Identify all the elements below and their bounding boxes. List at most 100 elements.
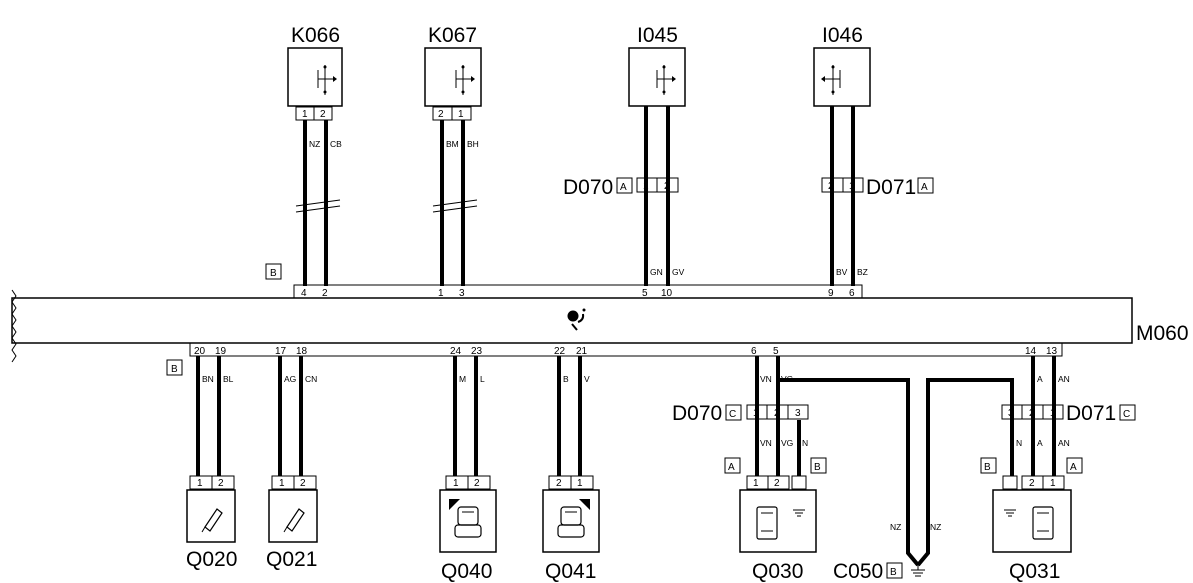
pin: 1 [197,478,203,489]
wire-code: CB [330,139,342,149]
component-q021[interactable]: 1 2 Q021 [266,475,318,571]
wire-code: A [1037,374,1043,384]
pin: 1 [577,478,583,489]
wire-code: VG [781,374,793,384]
label-d070: D070 [563,176,613,199]
tag-a: A [1070,462,1077,473]
wires-bottom [196,356,1056,567]
tag-c: C [1123,409,1130,420]
wire-code: AN [1058,374,1070,384]
wire-code: A [1037,438,1043,448]
pin: 1 [1050,408,1056,419]
label-q041: Q041 [545,560,596,583]
switch-i046[interactable]: I046 [813,24,871,107]
component-q030[interactable]: A B 1 2 Q030 [724,457,827,583]
seat-airbag-icon [449,499,482,538]
connector-d071-top[interactable]: 2 1 D071 A [821,176,934,199]
seat-sensor-icon [756,506,778,540]
connector-d070-top[interactable]: D070 A 1 2 [563,176,679,199]
label-c050: C050 [833,560,883,583]
wire-code: N [802,438,808,448]
switch-symbol-icon [656,65,676,95]
tag-b: B [984,462,991,473]
pin: 18 [296,346,308,357]
tag-a: A [620,182,627,193]
seat-airbag-icon [557,499,590,538]
component-q031[interactable]: B A 2 1 Q031 [980,457,1083,583]
pin: 1 [849,181,855,192]
label-d071: D071 [866,176,916,199]
switch-symbol-icon [317,65,337,95]
pin: 24 [450,346,462,357]
pin: 5 [642,288,648,299]
pin: 1 [753,478,759,489]
pin: 23 [471,346,483,357]
module-m060[interactable]: M060 B 4 2 1 3 5 10 9 6 B 20 19 17 18 24… [11,263,1189,376]
pin: 2 [774,478,780,489]
switch-k067[interactable]: K067 2 1 [424,24,482,121]
wire-code: VN [760,374,772,384]
label-i045: I045 [637,24,678,47]
pin: 2 [322,288,328,299]
pin: 1 [438,288,444,299]
wire-code: VG [781,438,793,448]
pin: 1 [302,109,308,120]
wire-code: NZ [309,139,320,149]
label-q040: Q040 [441,560,492,583]
tag-c: C [729,409,736,420]
wire-code: BM [446,139,459,149]
pin: 2 [1029,408,1035,419]
connector-d071-bottom[interactable]: 3 2 1 D071 C [1001,402,1136,425]
label-k066: K066 [291,24,340,47]
wire-code: BN [202,374,214,384]
pin: 2 [438,109,444,120]
switch-symbol-icon [455,65,475,95]
pin: 1 [453,478,459,489]
ground-c050[interactable]: C050 B [833,560,925,583]
connector-d070-bottom[interactable]: D070 C 1 2 3 [672,402,809,425]
label-d070: D070 [672,402,722,425]
pin: 10 [661,288,673,299]
pin: 2 [774,408,780,419]
airbag-icon [567,308,586,331]
tag-b: B [270,268,277,279]
label-q021: Q021 [266,548,317,571]
pin: 3 [459,288,465,299]
pin: 20 [194,346,206,357]
label-k067: K067 [428,24,477,47]
tag-b: B [171,364,178,375]
pin: 2 [828,181,834,192]
label-i046: I046 [822,24,863,47]
pin: 2 [474,478,480,489]
ground-icon [911,565,925,577]
seat-sensor-icon [1032,506,1054,540]
switch-k066[interactable]: K066 1 2 [287,24,343,121]
wire-code: AG [284,374,296,384]
pin: 2 [556,478,562,489]
wire-code: VN [760,438,772,448]
pin: 2 [1029,478,1035,489]
pretensioner-icon [283,508,305,533]
pin: 3 [1008,408,1014,419]
pin: 13 [1046,346,1058,357]
wires-top [295,106,855,286]
pin: 1 [1050,478,1056,489]
pin: 9 [828,288,834,299]
wire-code: L [480,374,485,384]
switch-i045[interactable]: I045 [628,24,686,107]
component-q041[interactable]: 2 1 Q041 [542,475,600,583]
pin: 4 [301,288,307,299]
switch-symbol-icon [821,65,841,95]
wire-code: AN [1058,438,1070,448]
label-q031: Q031 [1009,560,1060,583]
wire-code: NZ [930,522,941,532]
component-q040[interactable]: 1 2 Q040 [439,475,497,583]
component-q020[interactable]: 1 2 Q020 [186,475,237,571]
pin: 3 [795,408,801,419]
pin: 1 [279,478,285,489]
pin: 6 [849,288,855,299]
tag-a: A [728,462,735,473]
wire-code: V [584,374,590,384]
wire-code: N [1016,438,1022,448]
